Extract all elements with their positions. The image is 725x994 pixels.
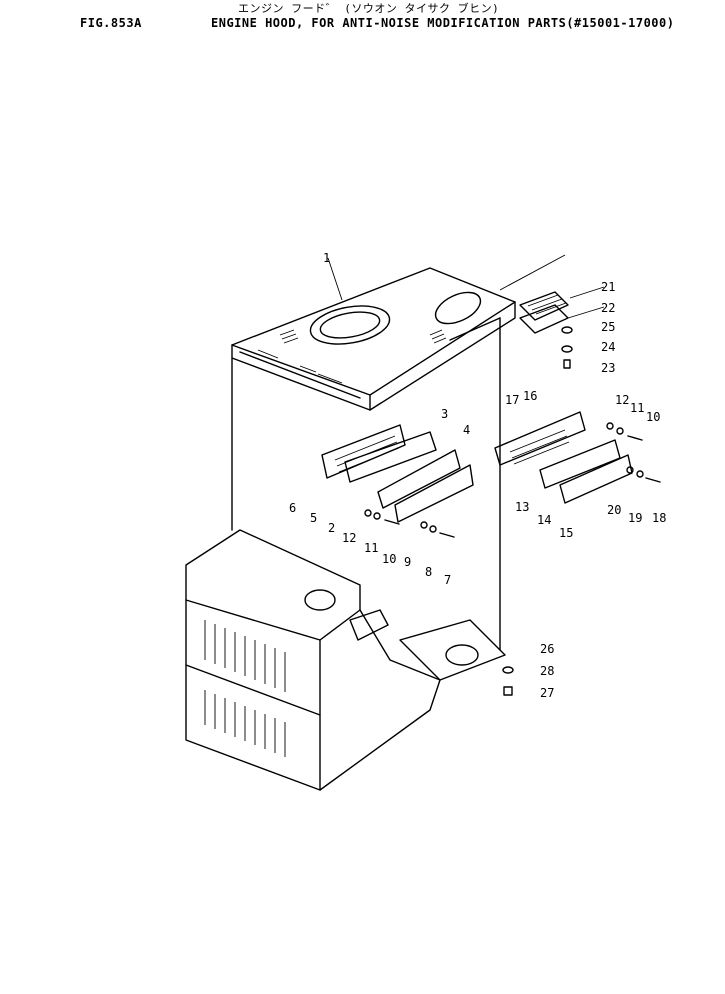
bottom-plate-assembly	[399, 619, 514, 696]
callout-16: 16	[523, 389, 537, 403]
callout-4: 4	[463, 423, 470, 437]
callout-26: 26	[540, 642, 554, 656]
callout-7: 7	[444, 573, 451, 587]
top-vent-assembly	[519, 291, 573, 369]
callout-15: 15	[559, 526, 573, 540]
callout-19: 19	[628, 511, 642, 525]
leader-lines	[327, 254, 605, 319]
callout-8: 8	[425, 565, 432, 579]
callout-13: 13	[515, 500, 529, 514]
callout-5: 5	[310, 511, 317, 525]
engine-block	[185, 529, 441, 791]
right-cover-assembly	[494, 411, 661, 504]
callout-14: 14	[537, 513, 551, 527]
callout-22: 22	[601, 301, 615, 315]
callout-24: 24	[601, 340, 615, 354]
left-cover-assembly	[321, 424, 474, 538]
engine-hood	[231, 267, 516, 651]
callout-23: 23	[601, 361, 615, 375]
callout-25: 25	[601, 320, 615, 334]
subtitle-kana: エンジン フード゛ (ソウオン タイサク ブヒン)	[238, 2, 500, 15]
callout-1: 1	[323, 251, 330, 265]
callout-28: 28	[540, 664, 554, 678]
callout-10: 10	[382, 552, 396, 566]
callout-18: 18	[652, 511, 666, 525]
callout-9: 9	[404, 555, 411, 569]
callout-labels: 1 2 3 4 5 6 7 8 9 10 11 12 13 14 15 16 1…	[289, 251, 666, 700]
callout-11-right: 11	[630, 401, 644, 415]
callout-20: 20	[607, 503, 621, 517]
callout-21: 21	[601, 280, 615, 294]
callout-6: 6	[289, 501, 296, 515]
callout-12-right: 12	[615, 393, 629, 407]
callout-10-right: 10	[646, 410, 660, 424]
callout-27: 27	[540, 686, 554, 700]
callout-17: 17	[505, 393, 519, 407]
callout-3: 3	[441, 407, 448, 421]
callout-11: 11	[364, 541, 378, 555]
callout-2: 2	[328, 521, 335, 535]
figure-number: FIG.853A	[80, 16, 142, 30]
callout-12: 12	[342, 531, 356, 545]
figure-title: ENGINE HOOD, FOR ANTI-NOISE MODIFICATION…	[211, 16, 675, 30]
